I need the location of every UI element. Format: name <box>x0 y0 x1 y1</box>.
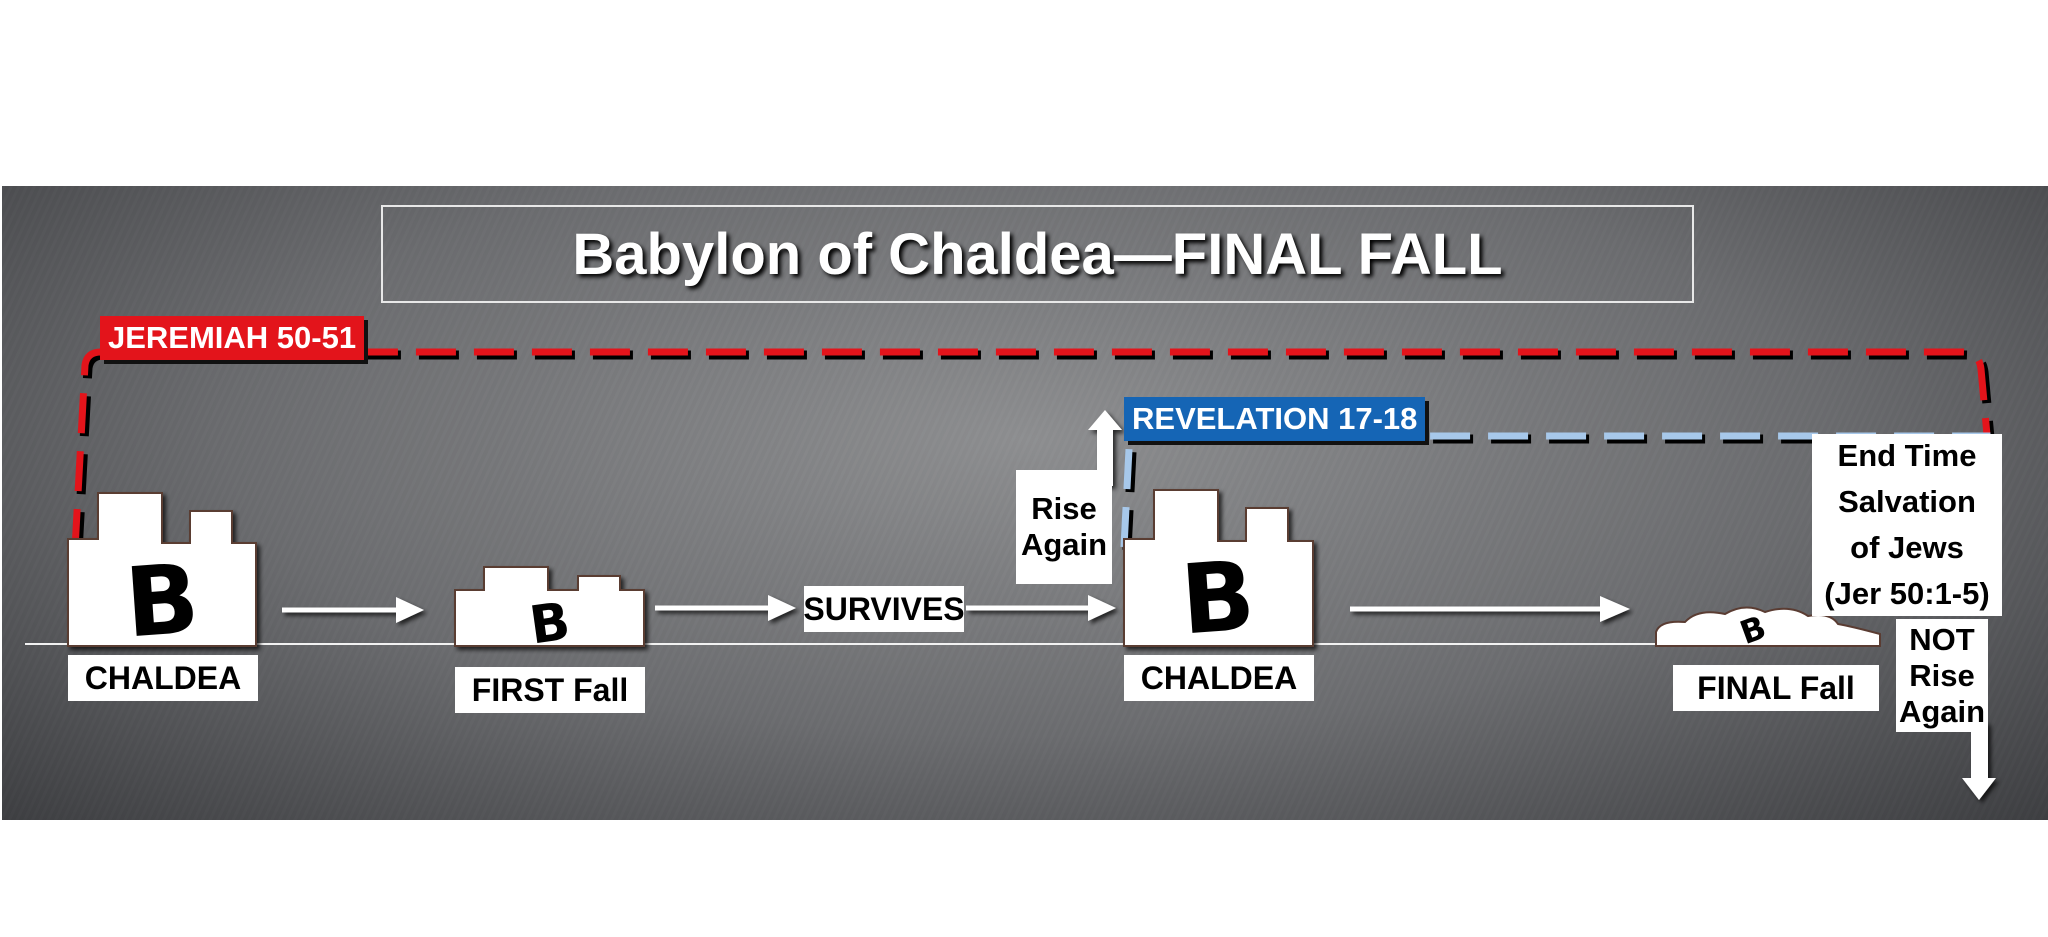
end-time-line-1: End Time <box>1837 438 1977 473</box>
not-rise-line-1: NOT <box>1909 621 1975 657</box>
label-first-fall: FIRST Fall <box>455 667 645 713</box>
jeremiah-tag: JEREMIAH 50-51 <box>100 316 365 360</box>
label-rise-again: Rise Again <box>1016 470 1112 584</box>
arrow-1 <box>282 597 424 623</box>
babylon-building-3 <box>1123 489 1314 647</box>
rise-again-line-1: Rise <box>1031 491 1097 526</box>
jeremiah-bracket <box>71 348 1991 550</box>
building-1-letter: B <box>122 543 203 660</box>
label-end-time-salvation: End Time Salvation of Jews (Jer 50:1-5) <box>1812 434 2002 616</box>
down-arrow <box>1962 722 1996 800</box>
label-not-rise-again: NOT Rise Again <box>1896 619 1988 732</box>
end-time-line-3: of Jews <box>1850 530 1964 565</box>
title-frame: Babylon of Chaldea—FINAL FALL <box>381 205 1694 303</box>
building-3-letter: B <box>1177 540 1258 657</box>
label-final-fall: FINAL Fall <box>1673 665 1879 711</box>
babylon-building-2 <box>454 566 645 647</box>
label-survives: SURVIVES <box>803 586 965 632</box>
babylon-rubble <box>1655 606 1881 647</box>
building-2-letter: B <box>526 592 574 657</box>
page-title: Babylon of Chaldea—FINAL FALL <box>572 221 1503 287</box>
arrow-4 <box>1350 596 1630 622</box>
arrow-2 <box>655 595 796 621</box>
label-chaldea-2: CHALDEA <box>1124 655 1314 701</box>
rise-again-line-2: Again <box>1020 527 1108 562</box>
end-time-line-4: (Jer 50:1-5) <box>1824 576 1990 611</box>
not-rise-line-3: Again <box>1898 693 1986 729</box>
babylon-building-1 <box>67 492 257 647</box>
revelation-tag: REVELATION 17-18 <box>1124 397 1426 441</box>
end-time-line-2: Salvation <box>1838 484 1976 519</box>
label-chaldea-1: CHALDEA <box>68 655 258 701</box>
arrow-3 <box>966 595 1116 621</box>
not-rise-line-2: Rise <box>1909 657 1975 693</box>
